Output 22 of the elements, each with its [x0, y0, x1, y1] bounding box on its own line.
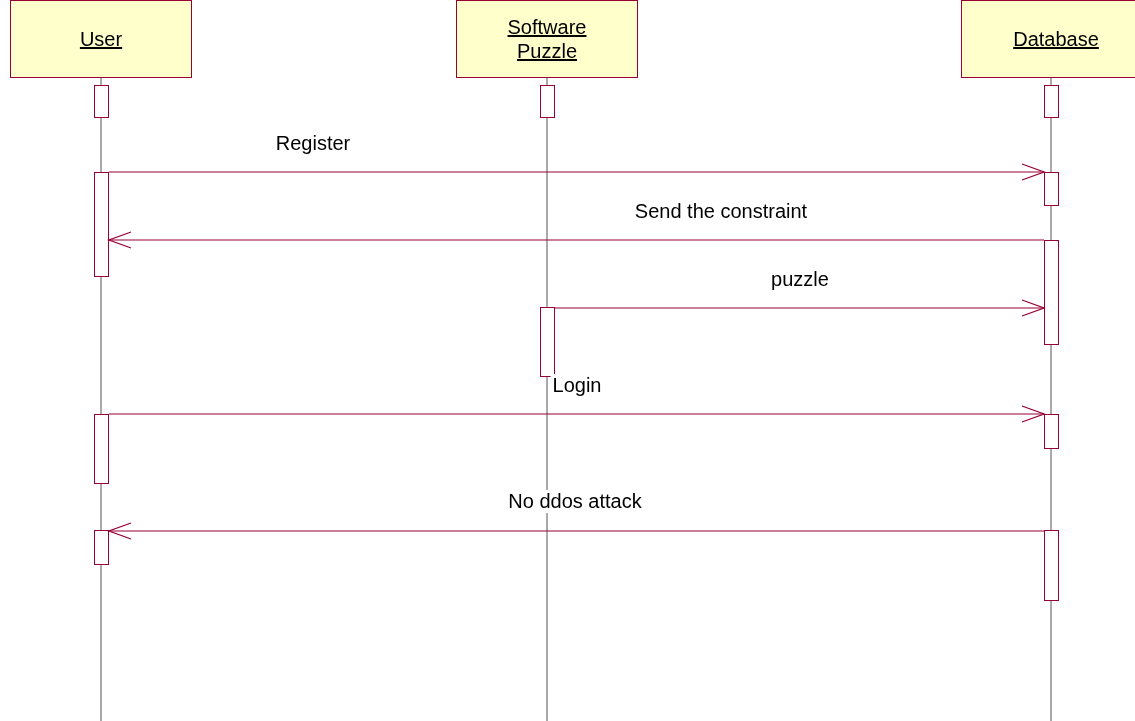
activation-bar	[1044, 530, 1059, 601]
participant-box: Software Puzzle	[456, 0, 638, 78]
message-arrow	[108, 231, 1045, 249]
message-arrow	[108, 522, 1045, 540]
activation-bar	[94, 414, 109, 484]
participant-box: User	[10, 0, 192, 78]
message-arrow	[108, 405, 1045, 423]
activation-bar	[94, 530, 109, 565]
activation-bar	[540, 85, 555, 118]
activation-bar	[540, 307, 555, 377]
activation-bar	[1044, 414, 1059, 449]
activation-bar	[1044, 85, 1059, 118]
message-label: No ddos attack	[506, 490, 644, 513]
message-label: puzzle	[769, 268, 831, 291]
message-arrow	[554, 299, 1045, 317]
message-label: Login	[550, 374, 604, 397]
participant-box: Database	[961, 0, 1135, 78]
activation-bar	[94, 85, 109, 118]
activation-bar	[1044, 240, 1059, 345]
activation-bar	[1044, 172, 1059, 206]
message-arrow	[108, 163, 1045, 181]
activation-bar	[94, 172, 109, 277]
